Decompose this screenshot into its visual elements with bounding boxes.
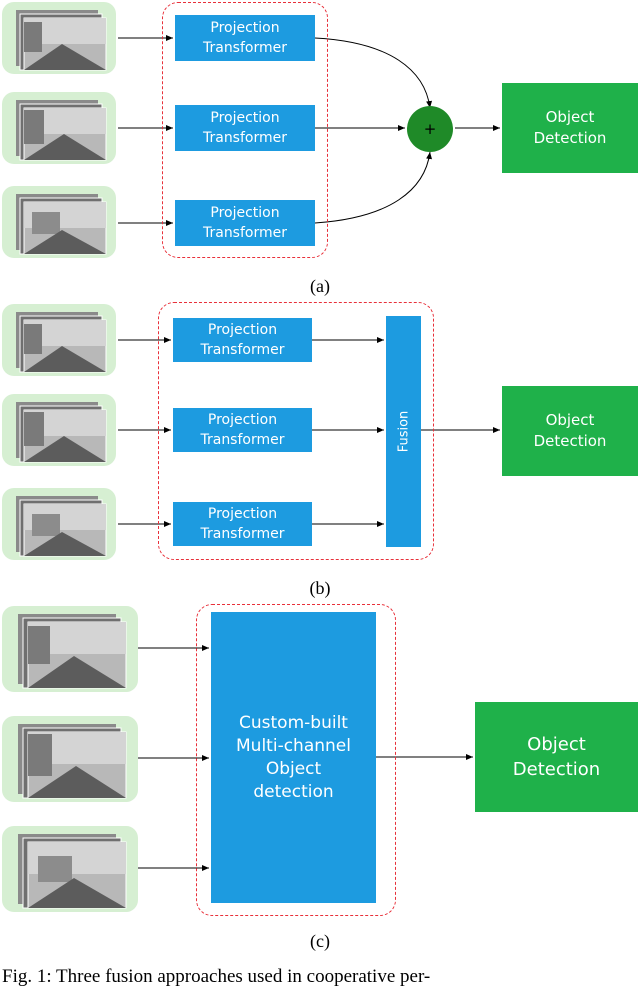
projection-transformer-a2: Projection Transformer <box>175 105 315 151</box>
projection-group-a <box>162 2 328 258</box>
camera-input-b3 <box>2 488 116 560</box>
camera-input-c1 <box>2 606 138 692</box>
camera-image-stack <box>18 724 127 799</box>
camera-image-stack <box>16 312 107 373</box>
camera-input-c2 <box>2 716 138 802</box>
camera-image-stack <box>16 402 107 463</box>
camera-input-a2 <box>2 92 116 164</box>
camera-input-c3 <box>2 826 138 912</box>
camera-image-stack <box>16 194 107 255</box>
panel-label-a: (a) <box>310 276 330 296</box>
object-detection-a: Object Detection <box>502 83 638 173</box>
fusion-block: Fusion <box>386 316 421 547</box>
panel-label-b: (b) <box>309 578 331 598</box>
fusion-label: Fusion <box>396 410 411 453</box>
custom-multichannel-detector: Custom-built Multi-channel Object detect… <box>211 612 376 903</box>
camera-input-b2 <box>2 394 116 466</box>
panel-label-c: (c) <box>310 931 330 951</box>
camera-image-stack <box>18 614 127 689</box>
camera-image-stack <box>16 496 107 557</box>
figure-caption: Fig. 1: Three fusion approaches used in … <box>2 966 431 987</box>
camera-image-stack <box>16 100 107 161</box>
projection-transformer-b2: Projection Transformer <box>173 408 312 452</box>
object-detection-c: Object Detection <box>475 702 638 812</box>
arrow-a-pt3-sum <box>314 151 433 224</box>
plus-icon: + <box>423 120 437 138</box>
sum-node: + <box>407 106 453 152</box>
object-detection-b: Object Detection <box>502 386 638 476</box>
projection-transformer-b1: Projection Transformer <box>173 318 312 362</box>
projection-transformer-a1: Projection Transformer <box>175 15 315 61</box>
camera-input-a3 <box>2 186 116 258</box>
arrow-a-pt1-sum <box>314 37 433 109</box>
projection-group-b <box>158 302 434 560</box>
camera-input-a1 <box>2 2 116 74</box>
camera-image-stack <box>18 834 127 909</box>
projection-transformer-a3: Projection Transformer <box>175 200 315 246</box>
camera-image-stack <box>16 10 107 71</box>
camera-input-b1 <box>2 304 116 376</box>
projection-transformer-b3: Projection Transformer <box>173 502 312 546</box>
detector-group-c <box>196 604 396 916</box>
